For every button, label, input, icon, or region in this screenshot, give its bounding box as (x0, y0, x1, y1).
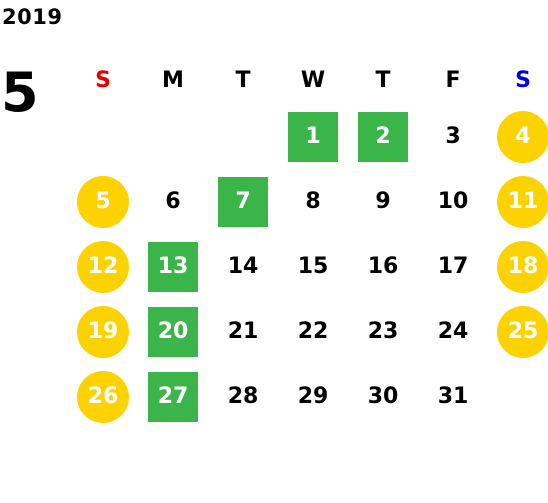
day-cell[interactable]: 18 (488, 234, 548, 299)
day-cell[interactable]: 19 (68, 299, 138, 364)
day-cell[interactable]: 23 (348, 299, 418, 364)
day-number: 14 (227, 253, 259, 279)
day-cell[interactable]: 5 (68, 169, 138, 234)
day-cell[interactable]: 26 (68, 364, 138, 429)
empty-cell (488, 364, 548, 429)
weekday-header: T (235, 68, 251, 93)
highlight-square: 1 (288, 111, 338, 162)
day-number: 29 (297, 383, 329, 409)
day-number: 28 (227, 383, 259, 409)
day-cell[interactable]: 27 (138, 364, 208, 429)
day-cell[interactable]: 9 (348, 169, 418, 234)
day-cell[interactable]: 4 (488, 104, 548, 169)
day-number: 24 (437, 318, 469, 344)
day-cell[interactable]: 28 (208, 364, 278, 429)
calendar-month: 5 (1, 61, 39, 124)
weekday-header: S (95, 68, 111, 93)
day-cell[interactable]: 10 (418, 169, 488, 234)
highlight-square: 27 (148, 371, 198, 422)
empty-cell (68, 104, 138, 169)
day-number: 9 (375, 188, 391, 214)
day-cell[interactable]: 17 (418, 234, 488, 299)
day-number: 15 (297, 253, 329, 279)
day-number: 3 (445, 123, 461, 149)
day-cell[interactable]: 31 (418, 364, 488, 429)
holiday-circle: 5 (77, 175, 129, 228)
calendar-year: 2019 (2, 5, 63, 29)
day-cell[interactable]: 11 (488, 169, 548, 234)
day-number: 31 (437, 383, 469, 409)
day-cell[interactable]: 24 (418, 299, 488, 364)
day-number: 23 (367, 318, 399, 344)
empty-cell (208, 104, 278, 169)
holiday-circle: 12 (77, 240, 129, 293)
holiday-circle: 18 (497, 240, 548, 293)
highlight-square: 7 (218, 176, 268, 227)
holiday-circle: 19 (77, 305, 129, 358)
day-cell[interactable]: 6 (138, 169, 208, 234)
day-number: 21 (227, 318, 259, 344)
day-cell[interactable]: 22 (278, 299, 348, 364)
highlight-square: 13 (148, 241, 198, 292)
day-cell[interactable]: 21 (208, 299, 278, 364)
day-cell[interactable]: 3 (418, 104, 488, 169)
weekday-header: S (515, 68, 531, 93)
weekday-header: F (445, 68, 461, 93)
day-number: 16 (367, 253, 399, 279)
day-cell[interactable]: 13 (138, 234, 208, 299)
day-cell[interactable]: 20 (138, 299, 208, 364)
holiday-circle: 26 (77, 370, 129, 423)
weekday-header: T (375, 68, 391, 93)
day-cell[interactable]: 14 (208, 234, 278, 299)
day-number: 22 (297, 318, 329, 344)
highlight-square: 20 (148, 306, 198, 357)
day-cell[interactable]: 7 (208, 169, 278, 234)
highlight-square: 2 (358, 111, 408, 162)
day-cell[interactable]: 12 (68, 234, 138, 299)
day-number: 10 (437, 188, 469, 214)
holiday-circle: 11 (497, 175, 548, 228)
holiday-circle: 4 (497, 110, 548, 163)
day-number: 17 (437, 253, 469, 279)
day-cell[interactable]: 25 (488, 299, 548, 364)
empty-cell (138, 104, 208, 169)
day-number: 6 (165, 188, 181, 214)
day-number: 30 (367, 383, 399, 409)
day-number: 8 (305, 188, 321, 214)
weekday-header: M (162, 68, 184, 93)
day-cell[interactable]: 8 (278, 169, 348, 234)
day-cell[interactable]: 16 (348, 234, 418, 299)
weekday-header: W (300, 68, 326, 93)
day-cell[interactable]: 1 (278, 104, 348, 169)
day-cell[interactable]: 29 (278, 364, 348, 429)
day-cell[interactable]: 30 (348, 364, 418, 429)
day-cell[interactable]: 2 (348, 104, 418, 169)
day-cell[interactable]: 15 (278, 234, 348, 299)
holiday-circle: 25 (497, 305, 548, 358)
